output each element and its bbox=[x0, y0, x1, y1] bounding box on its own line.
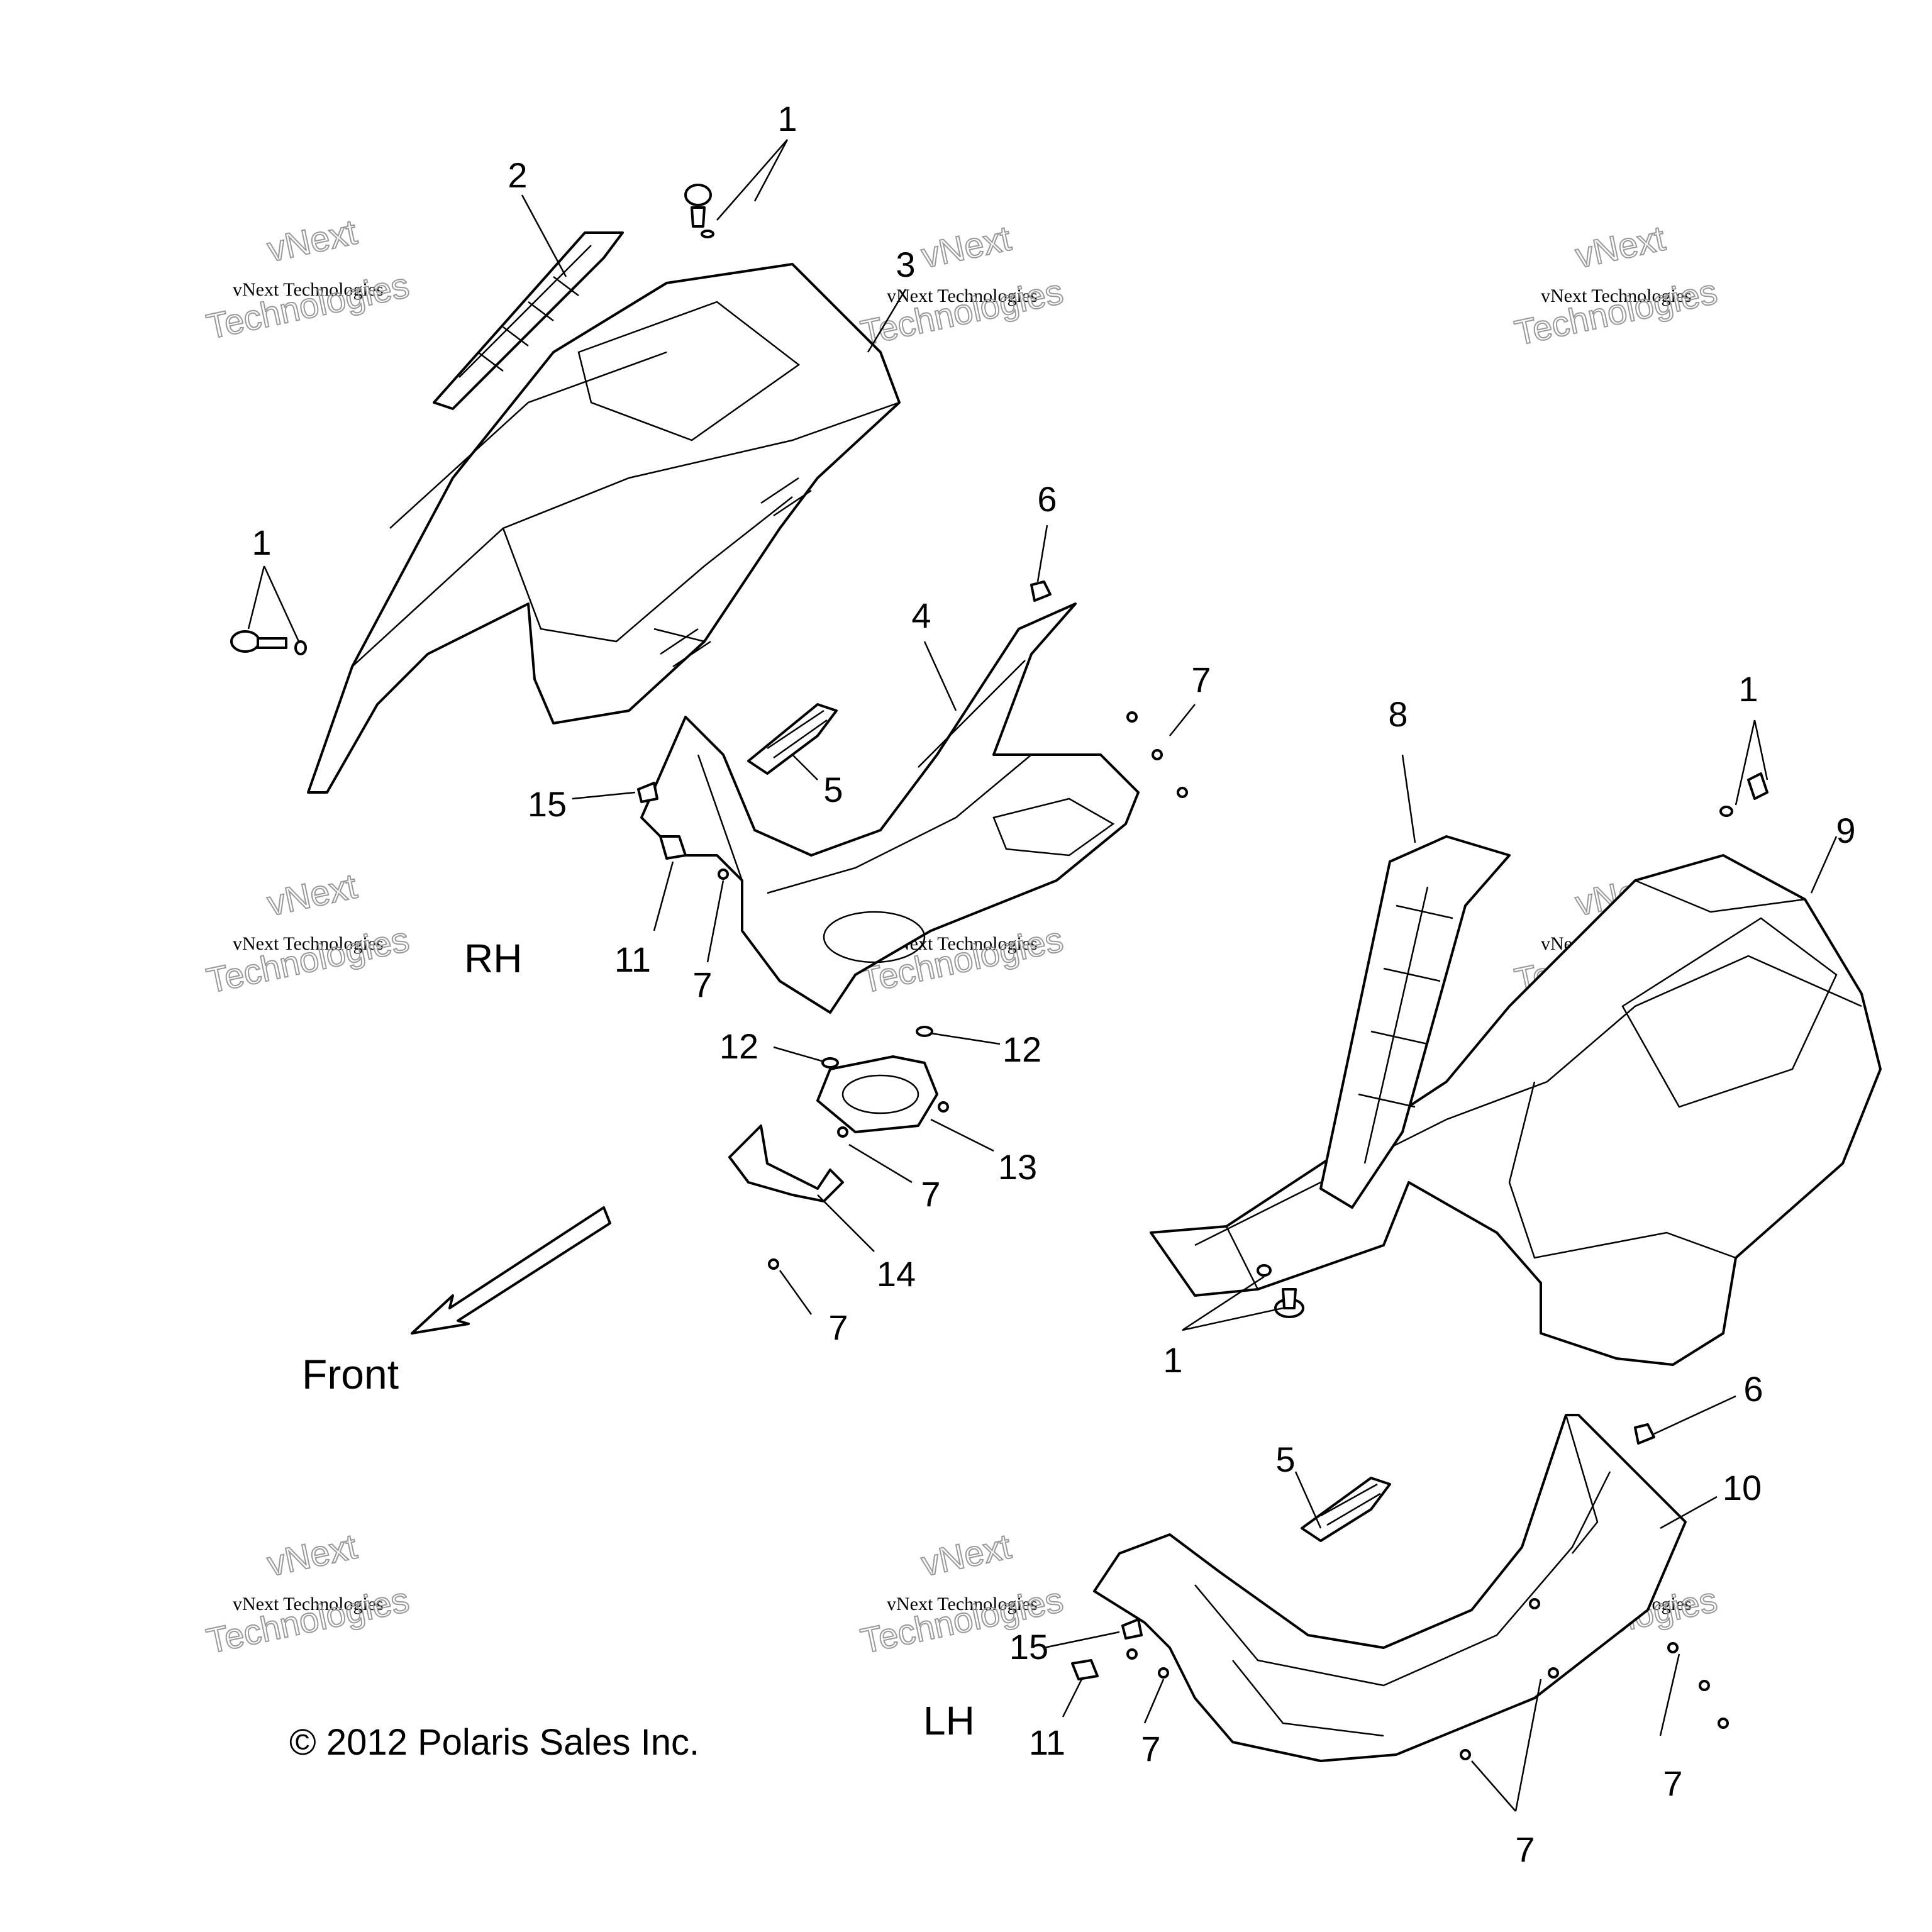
watermark-mid-left: vNext vNext Technologies Technologies bbox=[203, 865, 413, 1001]
watermark-top-left: vNext vNext Technologies Technologies bbox=[203, 211, 413, 347]
svg-text:vNext Technologies: vNext Technologies bbox=[233, 933, 384, 954]
callout-10: 10 bbox=[1723, 1468, 1762, 1507]
clip-15-bottom bbox=[1121, 1618, 1143, 1640]
lh-side-panel bbox=[1150, 854, 1882, 1366]
callout-15-bottom: 15 bbox=[1009, 1627, 1048, 1667]
callout-14: 14 bbox=[877, 1254, 916, 1294]
quarter-turn-fastener-right bbox=[1719, 772, 1768, 817]
flange-ring bbox=[816, 1055, 938, 1133]
copyright-text: © 2012 Polaris Sales Inc. bbox=[289, 1722, 699, 1763]
svg-text:Technologies: Technologies bbox=[857, 271, 1067, 353]
svg-text:Technologies: Technologies bbox=[203, 265, 413, 347]
callout-5-bottom: 5 bbox=[1275, 1440, 1295, 1479]
plug-11-bottom bbox=[1071, 1659, 1099, 1680]
callout-2: 2 bbox=[508, 155, 527, 195]
callout-11-top: 11 bbox=[614, 940, 651, 979]
push-rivet-top bbox=[1030, 580, 1052, 602]
callout-13: 13 bbox=[998, 1147, 1037, 1187]
fasteners bbox=[230, 184, 1768, 1760]
screws-7 bbox=[718, 711, 1729, 1760]
rh-label: RH bbox=[464, 936, 522, 981]
svg-text:vNext: vNext bbox=[918, 1526, 1015, 1584]
callout-8: 8 bbox=[1388, 694, 1407, 734]
svg-text:Technologies: Technologies bbox=[203, 1579, 413, 1661]
callout-1-left: 1 bbox=[252, 523, 271, 562]
callout-7-e: 7 bbox=[1141, 1729, 1160, 1768]
callout-7-c: 7 bbox=[921, 1174, 940, 1214]
leader-lines bbox=[247, 139, 1838, 1812]
quarter-turn-fastener-top bbox=[684, 184, 714, 238]
callout-numbers: 1 2 3 1 6 4 7 5 15 11 7 12 12 13 7 14 7 … bbox=[252, 99, 1855, 1869]
callout-4: 4 bbox=[911, 596, 931, 635]
front-label: Front bbox=[302, 1351, 399, 1397]
rh-side-panel bbox=[307, 263, 901, 794]
svg-text:vNext: vNext bbox=[264, 212, 361, 269]
foot-peg-bottom bbox=[1301, 1477, 1391, 1542]
callout-15-top: 15 bbox=[528, 784, 567, 824]
callout-7-a: 7 bbox=[1191, 660, 1211, 699]
svg-text:vNext Technologies: vNext Technologies bbox=[887, 1594, 1038, 1614]
quarter-turn-fastener-bottom bbox=[1257, 1264, 1304, 1318]
foot-peg-top bbox=[747, 703, 838, 775]
callout-7-d: 7 bbox=[828, 1307, 848, 1347]
svg-text:vNext Technologies: vNext Technologies bbox=[233, 279, 384, 300]
callout-1-top: 1 bbox=[777, 99, 797, 138]
front-direction-arrow bbox=[411, 1206, 611, 1335]
rh-footwell-panel bbox=[640, 602, 1140, 1014]
callout-6-top: 6 bbox=[1037, 479, 1057, 519]
push-rivet-bottom bbox=[1634, 1423, 1655, 1445]
callout-11-bottom: 11 bbox=[1029, 1723, 1065, 1762]
svg-text:Technologies: Technologies bbox=[203, 919, 413, 1001]
callout-12-right: 12 bbox=[1002, 1030, 1041, 1069]
watermark-top-right: vNext vNext Technologies Technologies bbox=[1511, 218, 1721, 353]
callout-9: 9 bbox=[1836, 811, 1855, 850]
quarter-turn-fastener-left bbox=[230, 630, 307, 655]
lh-vent-grille bbox=[1319, 835, 1511, 1209]
mounting-bracket bbox=[728, 1124, 844, 1202]
plug-11-top bbox=[659, 835, 687, 860]
callout-3: 3 bbox=[896, 245, 915, 284]
watermark-bottom-left: vNext vNext Technologies Technologies bbox=[203, 1526, 413, 1662]
svg-text:vNext: vNext bbox=[264, 1526, 361, 1584]
svg-text:vNext Technologies: vNext Technologies bbox=[1541, 286, 1692, 306]
callout-1-bottom: 1 bbox=[1163, 1340, 1182, 1380]
rh-vent-grille bbox=[433, 231, 624, 410]
svg-text:vNext: vNext bbox=[918, 218, 1015, 275]
callout-7-f: 7 bbox=[1515, 1829, 1535, 1869]
nut-12-left bbox=[821, 1057, 839, 1069]
lh-label: LH bbox=[923, 1698, 975, 1743]
callout-12-left: 12 bbox=[719, 1026, 758, 1066]
callout-7-b: 7 bbox=[692, 965, 712, 1004]
svg-text:vNext: vNext bbox=[1572, 218, 1669, 275]
svg-text:vNext Technologies: vNext Technologies bbox=[233, 1594, 384, 1614]
nut-12-right bbox=[916, 1026, 933, 1037]
callout-6-bottom: 6 bbox=[1743, 1369, 1763, 1409]
svg-text:Technologies: Technologies bbox=[1511, 271, 1721, 353]
callout-7-g: 7 bbox=[1663, 1763, 1682, 1803]
watermark-top-center: vNext vNext Technologies Technologies bbox=[857, 218, 1067, 353]
svg-text:vNext Technologies: vNext Technologies bbox=[887, 286, 1038, 306]
callout-1-right: 1 bbox=[1738, 669, 1758, 709]
svg-text:vNext: vNext bbox=[264, 866, 361, 923]
clip-15-top bbox=[637, 782, 658, 803]
lh-footwell-panel bbox=[1093, 1414, 1687, 1762]
callout-5-top: 5 bbox=[823, 770, 843, 809]
